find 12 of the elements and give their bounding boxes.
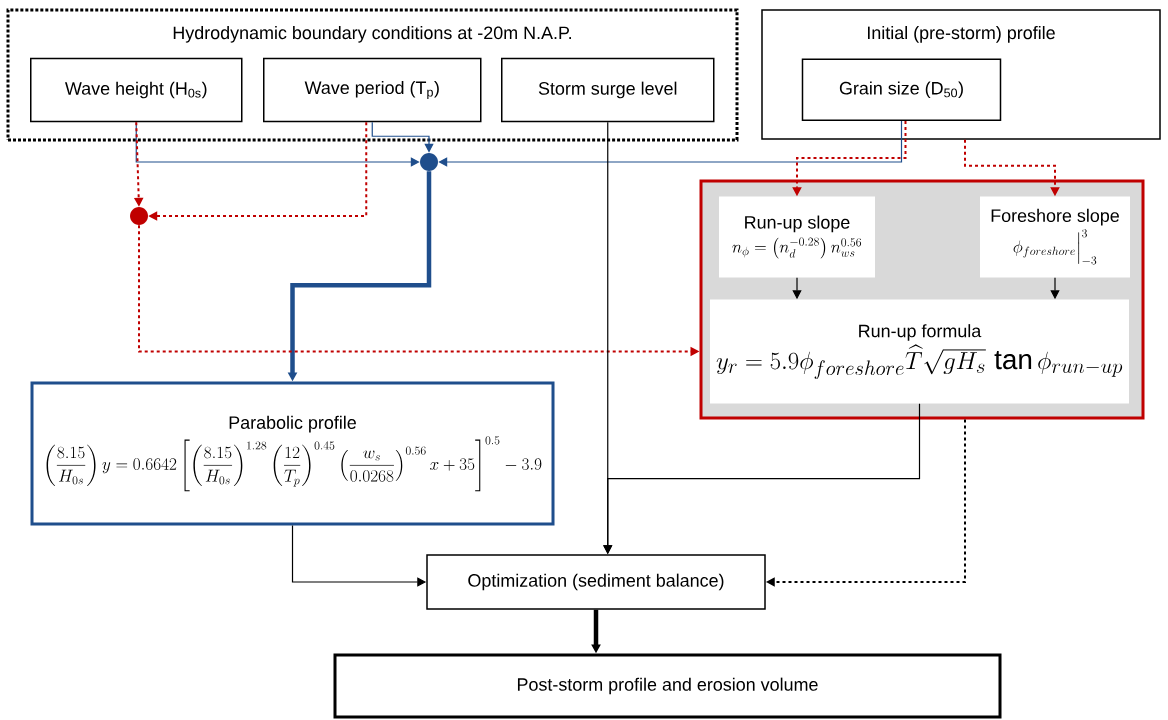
process-box: Optimization (sediment balance) bbox=[426, 554, 766, 610]
formula-box: Run-up slope $n_{\phi}=\left(n_{d}^{-0.28}\right)n_{ws}^{0.56}$ bbox=[719, 196, 875, 278]
process-box: Parabolic profile $\left(\frac{8.15}{H_{0s}}\right)y=0.6642\left[\left(\frac{8.15}{H_{0s}}\right)^{1.28}\left(\frac{12}{T_{p}}\right)^{0.45}\left(\frac{w_{s}}{0.0268}\right)^{0.56}x+35\right]^{0.5}-3.9$ bbox=[30, 381, 555, 526]
process-box: Storm surge level bbox=[501, 57, 715, 123]
formula-box: Foreshore slope $\phi_{foreshore}\Big|_{-3}^{3}$ bbox=[980, 196, 1130, 278]
arrow bbox=[371, 121, 434, 153]
process-box: Wave height (H$_{0s}$) bbox=[30, 57, 243, 123]
process-box: Grain size (D$_{50}$) bbox=[801, 58, 1002, 121]
process-box: Wave period (T$_{p}$) bbox=[263, 57, 482, 123]
formula-box: Run-up formula $y_{r}=5.9\phi_{foreshore}\widehat{T}\sqrt{gH_{s}}\,\tan\phi_{run-up}$ bbox=[710, 299, 1129, 404]
arrow bbox=[438, 120, 903, 167]
process-box: Post-storm profile and erosion volume bbox=[333, 653, 1002, 719]
